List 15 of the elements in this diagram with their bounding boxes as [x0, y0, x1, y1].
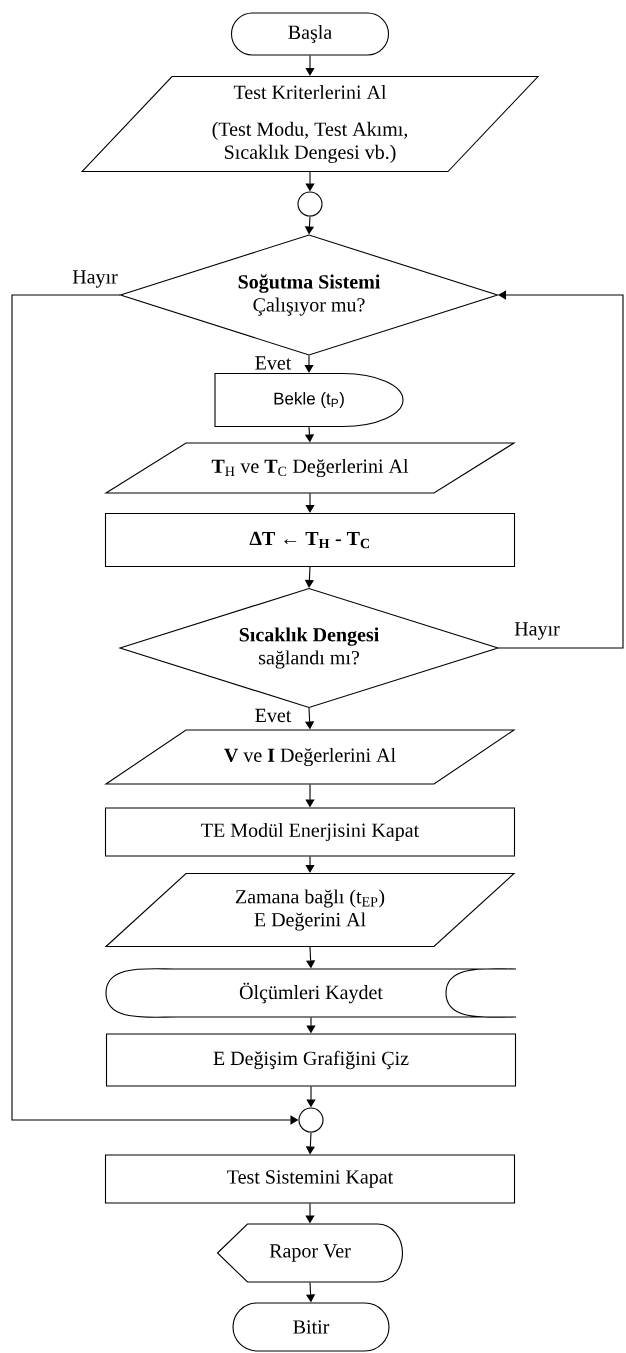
arrow	[304, 355, 314, 373]
process-box: ΔT ← T$_{H}$ - T$_{C}$	[104, 512, 516, 568]
arrow	[305, 856, 315, 873]
process-box: Test Sistemini Kapat	[104, 1154, 516, 1204]
edge-label: Evet	[253, 355, 293, 371]
edge-label: Evet	[253, 707, 293, 724]
arrow	[305, 493, 315, 513]
arrow	[498, 290, 624, 649]
connector-circle	[298, 1107, 324, 1133]
arrow	[305, 55, 315, 76]
edge-label: Hayır	[513, 621, 561, 641]
edge-label: Hayır	[71, 269, 119, 289]
process-box: E Değişim Grafiğini Çiz	[105, 1033, 517, 1087]
process-box: TE Modül Enerjisini Kapat	[104, 807, 516, 857]
connector-circle	[297, 191, 323, 217]
